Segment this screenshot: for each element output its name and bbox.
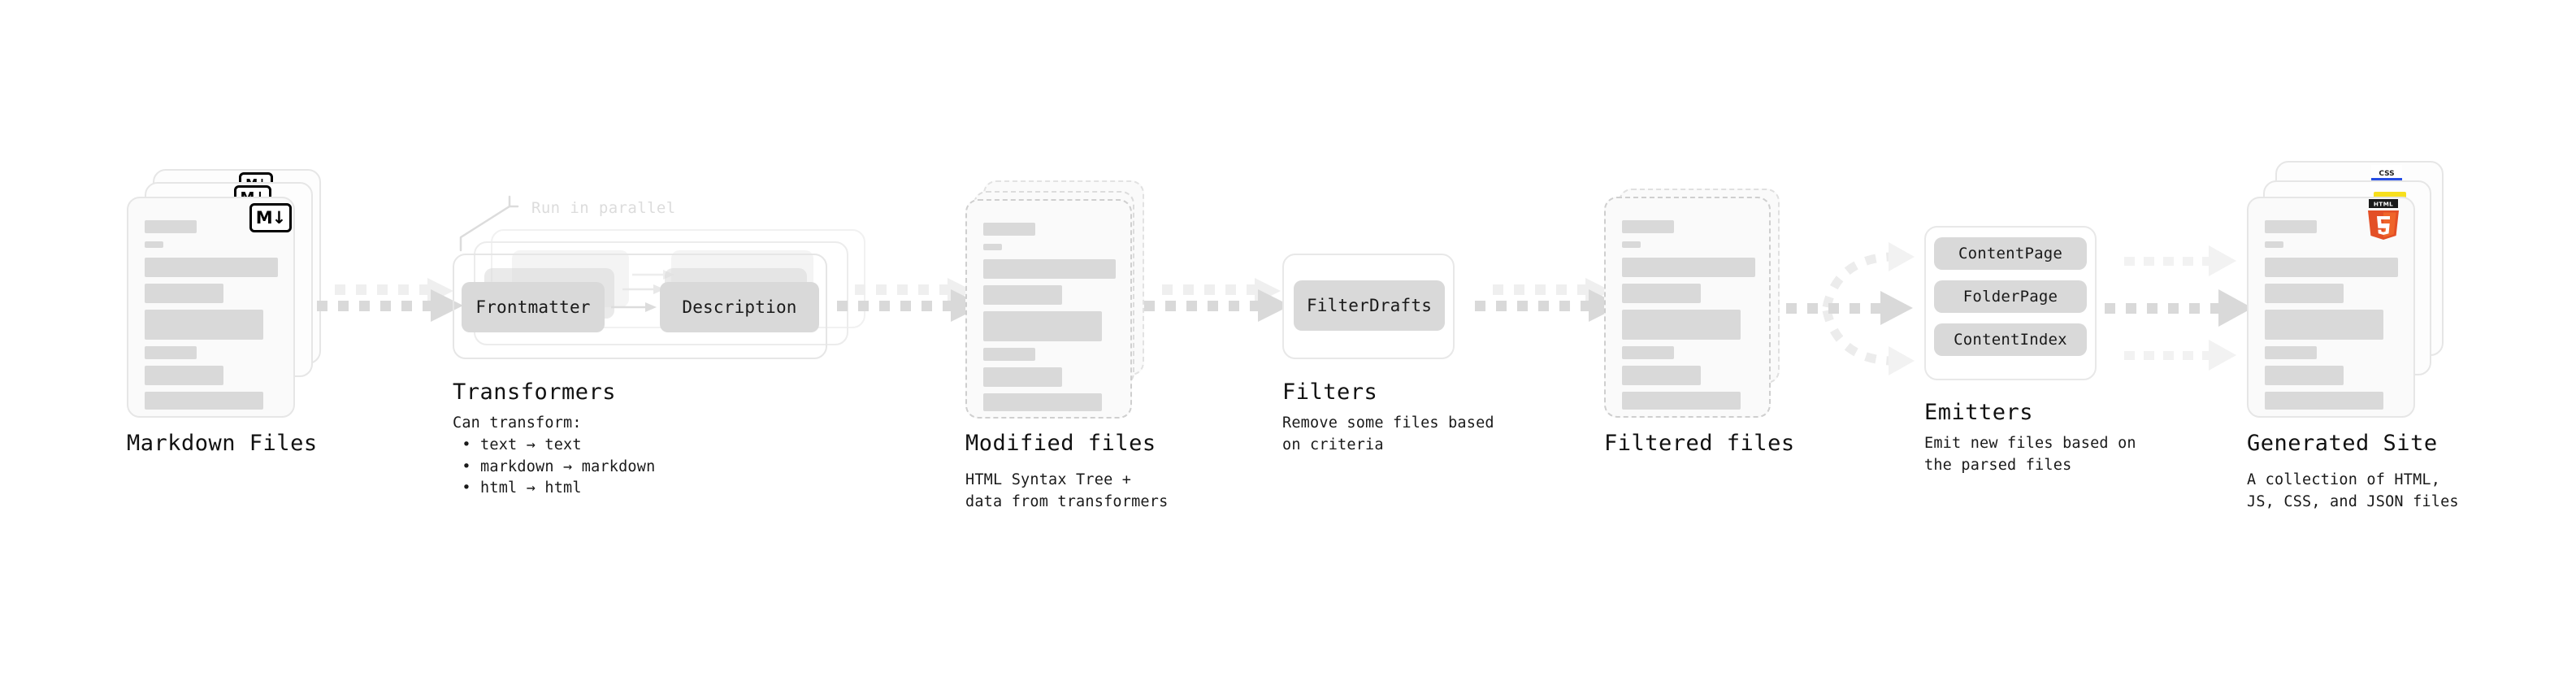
content-bar	[2265, 346, 2317, 359]
stage-title-emitters: Emitters	[1924, 400, 2034, 425]
markdown-badge-front: M↓	[249, 203, 292, 232]
emitter-pill-contentindex[interactable]: ContentIndex	[1934, 323, 2087, 356]
connector-modified-to-filters	[1144, 278, 1290, 322]
content-bar	[983, 244, 1002, 250]
filter-pill-filterdrafts[interactable]: FilterDrafts	[1294, 280, 1445, 331]
run-in-parallel-bracket	[459, 195, 519, 252]
content-bar	[2265, 284, 2344, 303]
stage-subtitle-modified-files: HTML Syntax Tree + data from transformer…	[965, 471, 1169, 510]
content-bar	[145, 220, 197, 233]
stage-subtitle-generated-site: A collection of HTML, JS, CSS, and JSON …	[2247, 471, 2459, 510]
content-bar	[145, 310, 263, 340]
content-bar	[2265, 241, 2283, 248]
connector-filtered-to-emitters	[1786, 242, 1915, 375]
svg-text:HTML: HTML	[2374, 201, 2393, 208]
stage-title-modified-files: Modified files	[965, 431, 1156, 456]
css-badge: CSS	[2371, 165, 2402, 181]
html5-icon: HTML	[2368, 199, 2399, 240]
css-badge-label: CSS	[2379, 170, 2395, 178]
emitter-pill-contentpage[interactable]: ContentPage	[1934, 237, 2087, 270]
content-bar	[1622, 346, 1674, 359]
transformer-group-front	[453, 254, 827, 359]
modified-card-front	[965, 199, 1132, 419]
content-bar	[1622, 284, 1701, 303]
content-bar	[1622, 241, 1641, 248]
content-bar	[145, 284, 223, 303]
content-bar	[145, 258, 278, 277]
content-bar	[983, 311, 1102, 341]
stage-title-markdown-files: Markdown Files	[127, 431, 318, 456]
css-badge-bar	[2371, 178, 2402, 181]
content-bar	[1622, 366, 1701, 385]
content-bar	[2265, 392, 2383, 410]
content-bar	[1622, 220, 1674, 233]
content-bar	[145, 346, 197, 359]
content-bar	[2265, 258, 2398, 277]
stage-subtitle-filters: Remove some files based on criteria	[1282, 414, 1494, 453]
content-bar	[983, 285, 1062, 305]
connector-markdown-to-transformers	[317, 278, 463, 322]
content-bar	[2265, 366, 2344, 385]
connector-filters-to-filtered	[1475, 278, 1621, 322]
content-bar	[2265, 310, 2383, 340]
content-bar	[983, 223, 1035, 236]
run-in-parallel-label: Run in parallel	[531, 199, 676, 217]
content-bar	[983, 348, 1035, 361]
filtered-card-front	[1604, 197, 1771, 418]
content-bar	[145, 241, 163, 248]
content-bar	[1622, 310, 1741, 340]
stage-title-filters: Filters	[1282, 380, 1378, 405]
content-bar	[1622, 392, 1741, 410]
content-bar	[983, 393, 1102, 411]
transformer-inner-arrow-back-1	[622, 284, 665, 294]
connector-emitters-to-site	[2105, 245, 2253, 371]
transformer-pill-description[interactable]: Description	[660, 282, 819, 332]
stage-subtitle-emitters: Emit new files based on the parsed files	[1924, 435, 2136, 474]
content-bar	[983, 259, 1116, 279]
emitter-pill-folderpage[interactable]: FolderPage	[1934, 280, 2087, 313]
transformer-pill-frontmatter[interactable]: Frontmatter	[462, 282, 605, 332]
transformer-inner-arrow-front	[611, 302, 657, 312]
stage-title-filtered-files: Filtered files	[1604, 431, 1795, 456]
content-bar	[1622, 258, 1755, 277]
content-bar	[145, 392, 263, 410]
content-bar	[983, 367, 1062, 387]
stage-title-generated-site: Generated Site	[2247, 431, 2438, 456]
markdown-card-front	[127, 197, 295, 418]
content-bar	[2265, 220, 2317, 233]
stage-title-transformers: Transformers	[453, 380, 617, 405]
stage-subtitle-transformers: Can transform: • text → text • markdown …	[453, 414, 656, 497]
connector-transformers-to-modified	[837, 278, 983, 322]
content-bar	[145, 366, 223, 385]
